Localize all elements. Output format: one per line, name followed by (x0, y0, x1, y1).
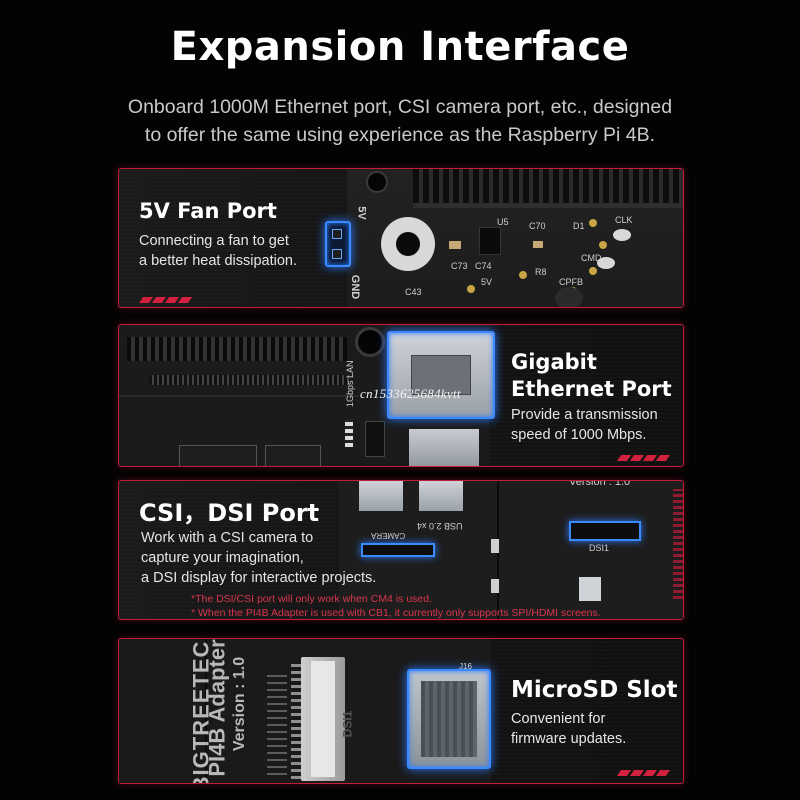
section-title: MicroSD Slot (511, 677, 678, 703)
subtitle-line: Onboard 1000M Ethernet port, CSI camera … (127, 96, 673, 118)
silk-label: 5V (355, 206, 368, 220)
fan-connector[interactable] (325, 221, 351, 267)
silk-label: 5V (481, 277, 493, 287)
dsi-ribbon-inner (311, 661, 335, 777)
capacitor (449, 241, 461, 249)
usb-port (409, 429, 479, 466)
microsd-slot-panel: BIGTREETECH PI4B Adapter Version : 1.0 D… (118, 638, 684, 784)
compatibility-note: *The DSI/CSI port will only work when CM… (191, 592, 601, 619)
gpio-strip (149, 375, 349, 385)
note-line: * When the PI4B Adapter is used with CB1… (191, 607, 601, 619)
pad (555, 287, 583, 307)
component (345, 419, 353, 447)
dsi-connector[interactable] (569, 521, 641, 541)
watermark-text: cn1533625684kvtt (360, 386, 461, 401)
pin-label-column (267, 675, 287, 775)
silk-label: USB 2.0 x4 (417, 521, 463, 531)
pcb-board-edge (205, 639, 207, 783)
led (599, 241, 607, 249)
component (491, 539, 499, 553)
pad (597, 257, 615, 269)
silk-label: CMD (581, 253, 602, 263)
silk-label: GND (349, 274, 362, 300)
title-line: Gigabit (511, 350, 597, 374)
silk-label: C74 (475, 261, 492, 271)
usb-port (359, 481, 403, 511)
version-silkscreen: Version : 1.0 (231, 656, 249, 752)
pad-block (179, 445, 257, 466)
model-silkscreen: PI4B Adapter (204, 639, 230, 777)
usb-port (419, 481, 463, 511)
silk-label: CPFB (559, 277, 584, 287)
led (589, 219, 597, 227)
subtitle-line: to offer the same using experience as th… (144, 124, 656, 146)
accent-stripes (616, 770, 671, 776)
section-title: 5V Fan Port (139, 199, 277, 223)
description-line: capture your imagination, (141, 550, 304, 566)
description-line: Provide a transmission (511, 407, 658, 423)
component (491, 579, 499, 593)
section-description: Connecting a fan to get a better heat di… (139, 231, 297, 271)
silk-label: C43 (405, 287, 422, 297)
microsd-card-cavity (421, 681, 477, 757)
silk-label: J16 (459, 662, 472, 671)
component (579, 577, 601, 601)
heatsink (413, 169, 683, 203)
description-line: a DSI display for interactive projects. (141, 570, 377, 586)
silk-label: DSI1 (589, 543, 610, 553)
pad-block (265, 445, 321, 466)
silk-label: D1 (573, 221, 585, 231)
pad (613, 229, 631, 241)
section-description: Provide a transmission speed of 1000 Mbp… (511, 405, 658, 445)
description-line: speed of 1000 Mbps. (511, 427, 647, 443)
silk-label: Version : 1.0 (569, 480, 631, 488)
section-description: Work with a CSI camera to capture your i… (141, 528, 376, 588)
component (365, 421, 385, 457)
section-title: CSI，DSI Port (139, 499, 320, 527)
mounting-hole-center (396, 232, 420, 256)
chip (479, 227, 501, 255)
page-subtitle: Onboard 1000M Ethernet port, CSI camera … (0, 93, 800, 149)
heatsink-rail (413, 203, 683, 208)
description-line: Work with a CSI camera to (141, 530, 314, 546)
csi-dsi-port-panel: Version : 1.0 USB 2.0 x4 CAMERA DSI1 CSI… (118, 480, 684, 620)
mounting-hole-icon (355, 327, 385, 357)
pad (467, 285, 475, 293)
description-line: a better heat dissipation. (139, 253, 297, 269)
description-line: firmware updates. (511, 731, 627, 747)
fan-pin (332, 249, 342, 259)
edge-connector (673, 489, 683, 599)
board-edge (119, 395, 359, 397)
note-line: *The DSI/CSI port will only work when CM… (191, 593, 433, 605)
silk-label: C73 (451, 261, 468, 271)
silk-label: CLK (615, 215, 633, 225)
title-line: Ethernet Port (511, 377, 672, 401)
silk-label: U5 (497, 217, 509, 227)
silk-label: R8 (535, 267, 547, 277)
mounting-hole-icon (366, 171, 388, 193)
section-description: Convenient for firmware updates. (511, 709, 626, 749)
silk-label: C70 (529, 221, 546, 231)
pin-pads (291, 661, 303, 779)
description-line: Connecting a fan to get (139, 233, 289, 249)
pad (519, 271, 527, 279)
capacitor (533, 241, 543, 248)
section-title: Gigabit Ethernet Port (511, 349, 672, 403)
accent-stripes (616, 455, 671, 461)
fan-pin (332, 229, 342, 239)
ethernet-socket (411, 355, 471, 395)
description-line: Convenient for (511, 711, 606, 727)
fan-port-panel: 5V GND U5 C43 C73 C74 C70 D1 CLK CMD R8 … (118, 168, 684, 308)
camera-connector[interactable] (361, 543, 435, 557)
accent-stripes (138, 297, 193, 303)
page-title: Expansion Interface (170, 24, 630, 70)
gpio-header (127, 337, 347, 361)
led (589, 267, 597, 275)
ethernet-port-panel: 1Gbps LAN Gigabit Ethernet Port Provide … (118, 324, 684, 467)
silk-label: DSI1 (340, 710, 355, 738)
silk-label: 1Gbps LAN (345, 360, 355, 407)
